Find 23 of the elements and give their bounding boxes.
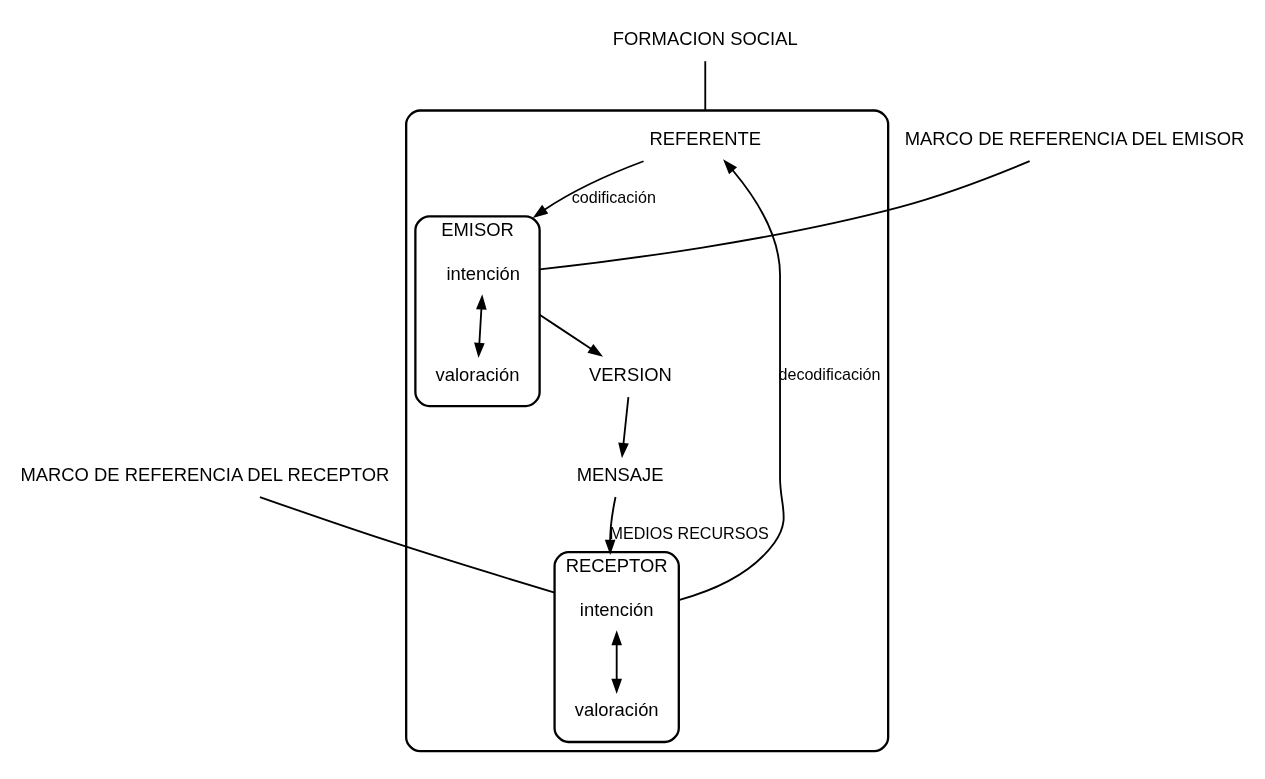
node-text: FORMACION SOCIAL xyxy=(612,27,798,49)
node-text: MENSAJE xyxy=(576,463,664,485)
arrow xyxy=(538,313,604,357)
arrow xyxy=(532,159,645,218)
connector xyxy=(538,159,1031,270)
node-text: valoración xyxy=(435,363,520,385)
connector xyxy=(259,495,556,593)
node-text: valoración xyxy=(574,698,659,720)
arrow xyxy=(677,158,785,601)
connector xyxy=(704,59,707,111)
node-text: MARCO DE REFERENCIA DEL EMISOR xyxy=(904,127,1245,149)
node-text: REFERENTE xyxy=(649,127,761,149)
node-text: intención xyxy=(446,262,521,284)
arrow xyxy=(611,629,622,694)
edge-label: MEDIOS RECURSOS xyxy=(609,523,769,542)
cluster xyxy=(405,108,890,752)
node-text: intención xyxy=(579,598,654,620)
arrow xyxy=(604,495,617,555)
arrow xyxy=(618,395,630,458)
node-text: MARCO DE REFERENCIA DEL RECEPTOR xyxy=(20,463,390,485)
arrow xyxy=(474,293,487,358)
edge-label: codificación xyxy=(571,187,656,206)
node-text: VERSION xyxy=(589,363,672,385)
